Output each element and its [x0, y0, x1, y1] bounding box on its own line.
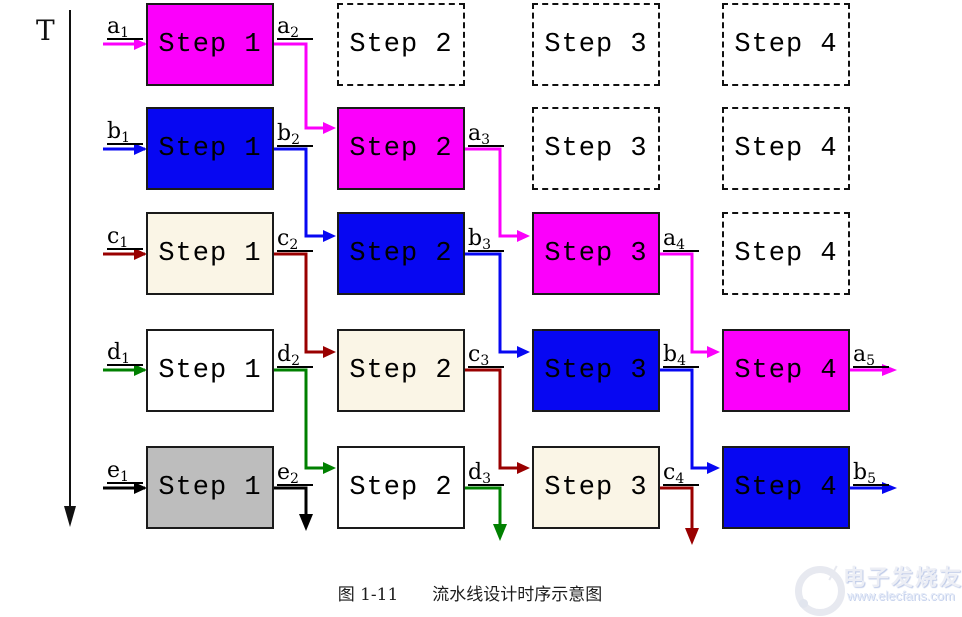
- signal-label-b3: b3: [468, 228, 504, 252]
- stage-box-r2c2: Step 2: [337, 107, 465, 190]
- signal-label-c4: c4: [663, 462, 699, 486]
- stage-box-r3c4: Step 4: [722, 212, 850, 295]
- signal-label-d1: d1: [107, 342, 143, 366]
- signal-label-b2: b2: [277, 123, 313, 147]
- elecfans-logo-icon: [795, 565, 845, 616]
- stage-box-r5c4: Step 4: [722, 446, 850, 529]
- signal-d-wire: [103, 364, 507, 541]
- stage-box-r4c1: Step 1: [146, 329, 274, 412]
- stage-box-r4c3: Step 3: [532, 329, 660, 412]
- time-axis-label: T: [36, 14, 55, 47]
- watermark: 电子发烧友 www.elecfans.com: [793, 556, 961, 616]
- signal-label-b5: b5: [853, 462, 889, 486]
- signal-label-d2: d2: [277, 344, 313, 368]
- signal-label-a2: a2: [277, 16, 313, 40]
- stage-box-r1c1: Step 1: [146, 3, 274, 86]
- signal-label-e2: e2: [277, 462, 313, 486]
- signal-label-b4: b4: [663, 344, 699, 368]
- figure-caption: 图 1-11 流水线设计时序示意图: [0, 580, 940, 605]
- signal-label-a3: a3: [468, 123, 504, 147]
- time-axis-arrow: [64, 10, 76, 527]
- signal-c-wire: [103, 248, 699, 545]
- stage-box-r3c3: Step 3: [532, 212, 660, 295]
- stage-box-r2c3: Step 3: [532, 107, 660, 190]
- elecfans-logo-tail: [828, 565, 838, 581]
- stage-box-r1c3: Step 3: [532, 3, 660, 86]
- signal-label-c1: c1: [107, 226, 143, 250]
- stage-box-r4c4: Step 4: [722, 329, 850, 412]
- watermark-brand: 电子发烧友: [843, 565, 962, 590]
- stage-box-r1c4: Step 4: [722, 3, 850, 86]
- signal-label-c2: c2: [277, 228, 313, 252]
- stage-box-r2c4: Step 4: [722, 107, 850, 190]
- stage-box-r5c3: Step 3: [532, 446, 660, 529]
- signal-label-c3: c3: [468, 344, 504, 368]
- signal-label-a1: a1: [107, 16, 143, 40]
- signal-label-b1: b1: [107, 121, 143, 145]
- figure-title: 流水线设计时序示意图: [432, 585, 603, 605]
- stage-box-r3c1: Step 1: [146, 212, 274, 295]
- signal-label-a5: a5: [853, 344, 889, 368]
- stage-box-r2c1: Step 1: [146, 107, 274, 190]
- signal-label-a4: a4: [663, 228, 699, 252]
- signal-label-e1: e1: [107, 460, 143, 484]
- watermark-url: www.elecfans.com: [847, 588, 955, 603]
- signal-e-wire: [103, 482, 313, 531]
- stage-box-r1c2: Step 2: [337, 3, 465, 86]
- elecfans-logo-dot: [799, 599, 808, 608]
- signal-label-d3: d3: [468, 462, 504, 486]
- figure-number: 图 1-11: [337, 585, 399, 605]
- stage-box-r4c2: Step 2: [337, 329, 465, 412]
- stage-box-r5c2: Step 2: [337, 446, 465, 529]
- stage-box-r3c2: Step 2: [337, 212, 465, 295]
- stage-box-r5c1: Step 1: [146, 446, 274, 529]
